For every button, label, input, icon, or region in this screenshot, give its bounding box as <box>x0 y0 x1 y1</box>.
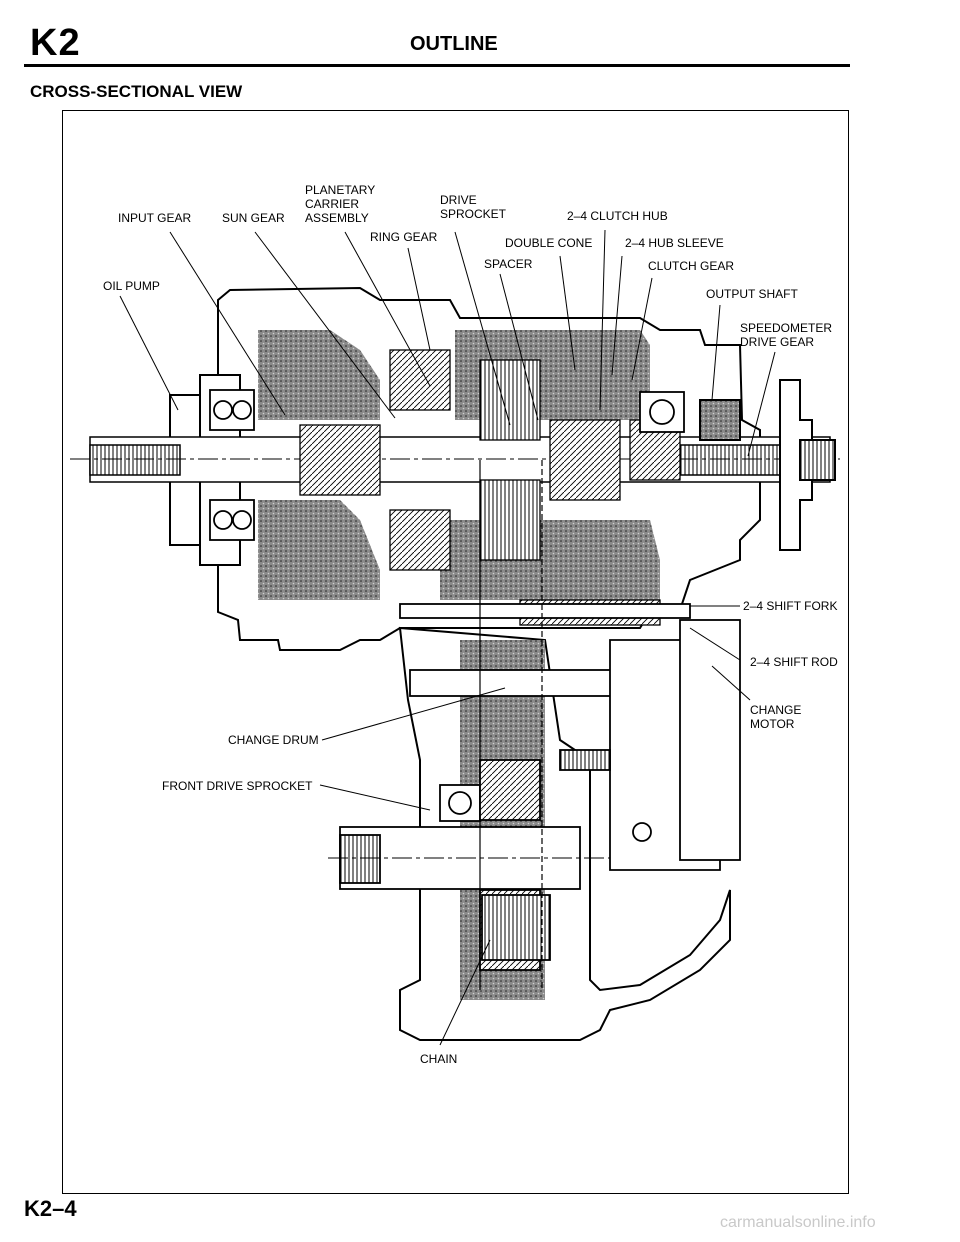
label-hub-sleeve: 2–4 HUB SLEEVE <box>625 236 724 250</box>
label-shift-rod: 2–4 SHIFT ROD <box>750 655 838 669</box>
label-front-drive-sprocket: FRONT DRIVE SPROCKET <box>162 779 313 793</box>
label-output-shaft: OUTPUT SHAFT <box>706 287 798 301</box>
label-clutch-hub: 2–4 CLUTCH HUB <box>567 209 668 223</box>
page-title: OUTLINE <box>410 33 498 55</box>
main-shaft <box>70 436 840 483</box>
label-drive-1: DRIVE <box>440 193 477 207</box>
label-shift-fork: 2–4 SHIFT FORK <box>743 599 837 613</box>
label-planetary-3: ASSEMBLY <box>305 211 369 225</box>
cross-section-diagram: PLANETARY CARRIER ASSEMBLY DRIVE SPROCKE… <box>70 183 840 1066</box>
figure-frame <box>62 110 849 1194</box>
gear-sets <box>299 349 681 626</box>
label-planetary-2: CARRIER <box>305 197 359 211</box>
label-ring-gear: RING GEAR <box>370 230 438 244</box>
header-rule <box>24 64 850 67</box>
front-output <box>328 460 610 990</box>
label-double-cone: DOUBLE CONE <box>505 236 592 250</box>
callout-labels: PLANETARY CARRIER ASSEMBLY DRIVE SPROCKE… <box>103 183 838 1066</box>
section-code: K2 <box>30 22 81 64</box>
page-number: K2–4 <box>24 1196 77 1221</box>
label-change-drum: CHANGE DRUM <box>228 733 319 747</box>
label-spacer: SPACER <box>484 257 533 271</box>
leader-lines <box>119 229 776 1046</box>
section-title: CROSS-SECTIONAL VIEW <box>30 82 243 101</box>
label-input-gear: INPUT GEAR <box>118 211 191 225</box>
label-chain: CHAIN <box>420 1052 457 1066</box>
label-sun-gear: SUN GEAR <box>222 211 285 225</box>
label-clutch-gear: CLUTCH GEAR <box>648 259 734 273</box>
label-drive-2: SPROCKET <box>440 207 507 221</box>
shift-mechanism <box>399 603 741 871</box>
watermark: carmanualsonline.info <box>720 1214 876 1231</box>
label-oil-pump: OIL PUMP <box>103 279 160 293</box>
label-change-1: CHANGE <box>750 703 801 717</box>
label-planetary-1: PLANETARY <box>305 183 375 197</box>
bearings <box>209 389 685 822</box>
label-speedometer-2: DRIVE GEAR <box>740 335 814 349</box>
label-change-2: MOTOR <box>750 717 795 731</box>
label-speedometer-1: SPEEDOMETER <box>740 321 832 335</box>
output-flange <box>699 379 836 551</box>
